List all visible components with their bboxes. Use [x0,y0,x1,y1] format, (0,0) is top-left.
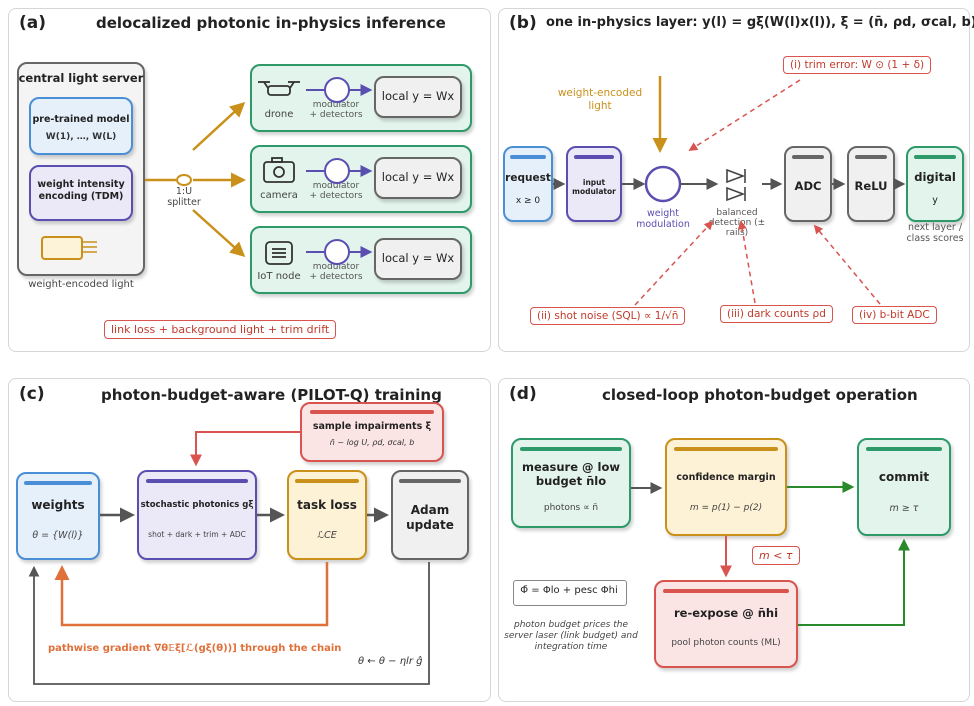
modulator-label-drone: modulator + detectors [309,100,363,120]
formula-label: Φ̄ = Φlo + pesc Φhi [520,585,618,596]
reexpose-label: re-expose @ n̄hi [673,606,779,620]
impairments-sub: n̄ ~ log U, ρd, σcal, b [329,438,415,447]
gradient-label: pathwise gradient ∇θ𝔼ξ[ℒ(gξ(θ))] through… [48,643,342,654]
weights-sub: θ = {W(l)} [32,530,84,541]
encoding-title: weight intensity encoding (TDM) [37,179,125,202]
weight-light-label: weight-encoded light [557,87,643,112]
local-label-iot: local y = Wx [381,251,455,265]
modulator-icons [306,77,373,265]
weight-encoding-box [29,165,133,221]
confidence-sub: m = p(1) − p(2) [689,503,763,513]
relu-label: ReLU [854,179,888,193]
measure-sub: photons ∝ n̄ [543,503,599,513]
digital-label: digital [914,170,956,184]
reexpose-sub: pool photon counts (ML) [671,638,781,648]
weight-mod-label: weight modulation [636,208,690,230]
request-sub: x ≥ 0 [515,196,541,206]
panel-d-label: (d) [509,384,537,404]
request-label: request [505,172,551,184]
formula-box [513,580,627,606]
pretrained-title: pre-trained model [32,114,130,125]
adam-box [391,470,469,560]
commit-label: commit [878,470,930,484]
relu-bar [855,155,887,159]
server-title: central light server [18,71,144,85]
local-compute-camera [374,157,462,199]
input-modulator-bar [574,155,614,159]
impairments-label: sample impairments ξ [312,421,432,432]
trim-error-note: (i) trim error: W ⊙ (1 + δ) [783,56,932,74]
next-layer-label: next layer / class scores [906,222,964,244]
measure-bar [520,447,622,451]
adc-label: ADC [794,179,822,193]
update-rule: θ ← θ − ηlr ĝ [358,656,423,667]
chip-icon [265,241,293,265]
local-compute-drone [374,76,462,118]
local-label-camera: local y = Wx [381,170,455,184]
task-loss-label: task loss [297,498,357,512]
formula-note: photon budget prices the server laser (l… [504,620,638,652]
measure-box [511,438,631,528]
pretrained-model-box [29,97,133,155]
pretrained-weights: W(1), …, W(L) [45,132,117,142]
commit-box [857,438,951,536]
drone-icon [258,81,300,96]
device-name-camera: camera [260,190,298,201]
confidence-label: confidence margin [676,472,776,483]
measure-label: measure @ low budget n̄lo [521,460,621,488]
weights-bar [24,481,92,485]
commit-bar [866,447,942,451]
panel-c-title: photon-budget-aware (PILOT-Q) training [101,386,442,404]
balanced-label: balanced detection (± rails) [708,208,766,238]
digital-sub: y [932,195,938,206]
shot-noise-note: (ii) shot noise (SQL) ∝ 1/√n̄ [530,307,686,325]
modulator-label-iot: modulator + detectors [309,262,363,282]
splitter-label: 1:U splitter [167,186,201,208]
input-modulator-label: input modulator [572,178,616,196]
confidence-box [665,438,787,536]
bit-adc-note: (iv) b-bit ADC [852,306,937,324]
adam-bar [399,479,461,483]
digital-bar [914,155,956,159]
local-label-drone: local y = Wx [381,89,455,103]
impairments-bar [310,410,434,414]
panel-c-label: (c) [19,384,45,404]
request-bar [510,155,546,159]
camera-icon [263,157,295,183]
local-compute-iot [374,238,462,280]
reexpose-bar [663,589,789,593]
weights-box [16,472,100,560]
task-loss-sub: ℒCE [317,530,337,541]
weights-label: weights [31,498,85,512]
server-caption: weight-encoded light [28,279,134,290]
weight-modulator-icon [644,165,682,203]
device-name-drone: drone [264,109,294,120]
dark-counts-note: (iii) dark counts ρd [720,305,833,323]
panel-b-title: one in-physics layer: y(l) = gξ(W(l)x(l)… [546,15,974,30]
adc-bar [792,155,824,159]
losses-note: link loss + background light + trim drif… [104,320,337,339]
condition-note: m < τ [752,546,800,565]
stochastic-bar [146,479,248,483]
panel-a-label: (a) [19,13,47,33]
task-loss-bar [295,479,359,483]
panel-a-title: delocalized photonic in-physics inferenc… [96,14,446,32]
panel-b-label: (b) [509,13,537,33]
stochastic-photonics-box [137,470,257,560]
confidence-bar [674,447,778,451]
splitter-icon [176,174,192,186]
balanced-detector-icon [726,168,746,202]
panel-d-title: closed-loop photon-budget operation [602,386,918,404]
laser-source-icon [41,236,83,260]
task-loss-box [287,470,367,560]
stochastic-label: stochastic photonics gξ [140,500,254,510]
reexpose-box [654,580,798,668]
device-name-iot: IoT node [257,271,301,282]
adam-label: Adam update [406,503,454,532]
commit-sub: m ≥ τ [889,503,919,514]
stochastic-sub: shot + dark + trim + ADC [148,530,246,539]
modulator-label-camera: modulator + detectors [309,181,363,201]
